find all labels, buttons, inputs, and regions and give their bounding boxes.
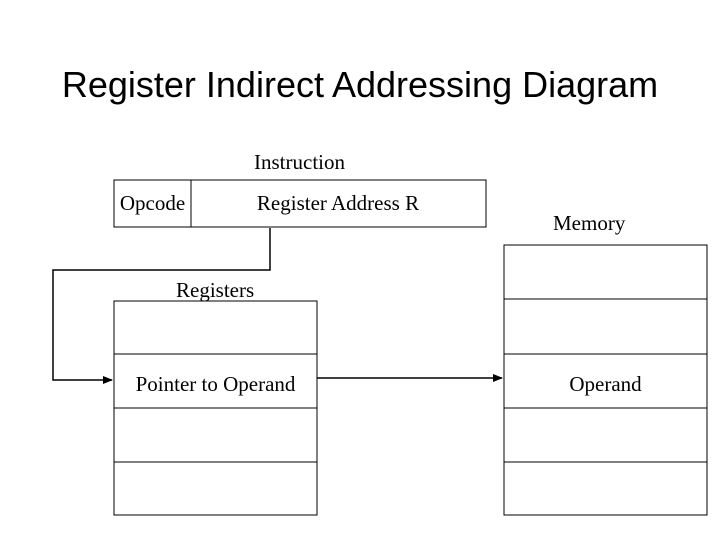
opcode-field: Opcode bbox=[119, 191, 186, 215]
register-cell-1 bbox=[113, 300, 318, 355]
register-address-connector bbox=[52, 228, 271, 384]
memory-cell-4 bbox=[503, 407, 708, 463]
memory-cell-5 bbox=[503, 461, 708, 516]
diagram-title: Register Indirect Addressing Diagram bbox=[61, 64, 659, 105]
pointer-to-operand-label: Pointer to Operand bbox=[135, 371, 296, 396]
registers-label: Registers bbox=[176, 278, 255, 302]
register-cell-3 bbox=[113, 407, 318, 463]
register-address-field: Register Address R bbox=[256, 191, 420, 215]
register-cell-4 bbox=[113, 461, 318, 516]
memory-label: Memory bbox=[553, 211, 626, 235]
memory-cell-1 bbox=[503, 244, 708, 300]
instruction-box bbox=[113, 179, 487, 228]
operand-label: Operand bbox=[569, 371, 642, 396]
instruction-label: Instruction bbox=[254, 150, 345, 174]
memory-cell-2 bbox=[503, 298, 708, 355]
